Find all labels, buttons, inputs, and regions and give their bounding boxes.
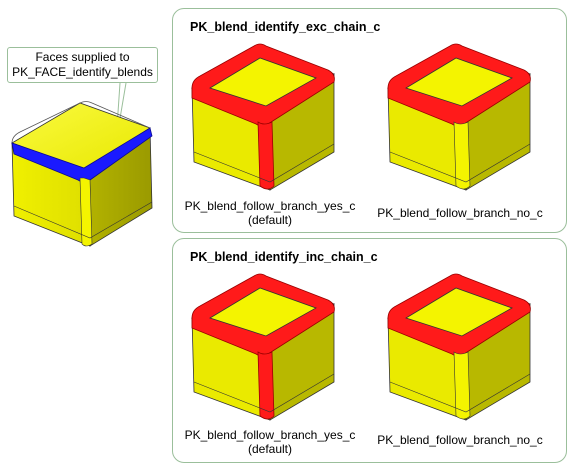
panel-title-inc-chain: PK_blend_identify_inc_chain_c: [190, 250, 378, 264]
caption-exc-follow-yes-line2: (default): [247, 213, 293, 227]
caption-exc-follow-no: PK_blend_follow_branch_no_c: [370, 206, 550, 220]
callout-box: Faces supplied to PK_FACE_identify_blend…: [7, 47, 158, 83]
input-cube-blue: [11, 101, 153, 247]
cube-exc-follow-yes: [191, 43, 335, 191]
caption-exc-follow-yes: PK_blend_follow_branch_yes_c (default): [180, 199, 360, 227]
caption-inc-follow-no: PK_blend_follow_branch_no_c: [370, 433, 550, 447]
caption-exc-follow-no-line1: PK_blend_follow_branch_no_c: [377, 206, 543, 220]
cube-exc-follow-no: [387, 43, 531, 191]
caption-inc-follow-yes-line2: (default): [247, 442, 293, 456]
caption-inc-follow-yes: PK_blend_follow_branch_yes_c (default): [180, 428, 360, 456]
cube-inc-follow-yes: [191, 273, 335, 421]
caption-inc-follow-no-line1: PK_blend_follow_branch_no_c: [377, 433, 543, 447]
callout-line-2: PK_FACE_identify_blends: [12, 65, 153, 79]
caption-inc-follow-yes-line1: PK_blend_follow_branch_yes_c: [184, 428, 356, 442]
cube-inc-follow-no: [387, 273, 531, 421]
callout-line-1: Faces supplied to: [35, 50, 130, 64]
panel-title-exc-chain: PK_blend_identify_exc_chain_c: [190, 20, 381, 34]
caption-exc-follow-yes-line1: PK_blend_follow_branch_yes_c: [184, 199, 356, 213]
